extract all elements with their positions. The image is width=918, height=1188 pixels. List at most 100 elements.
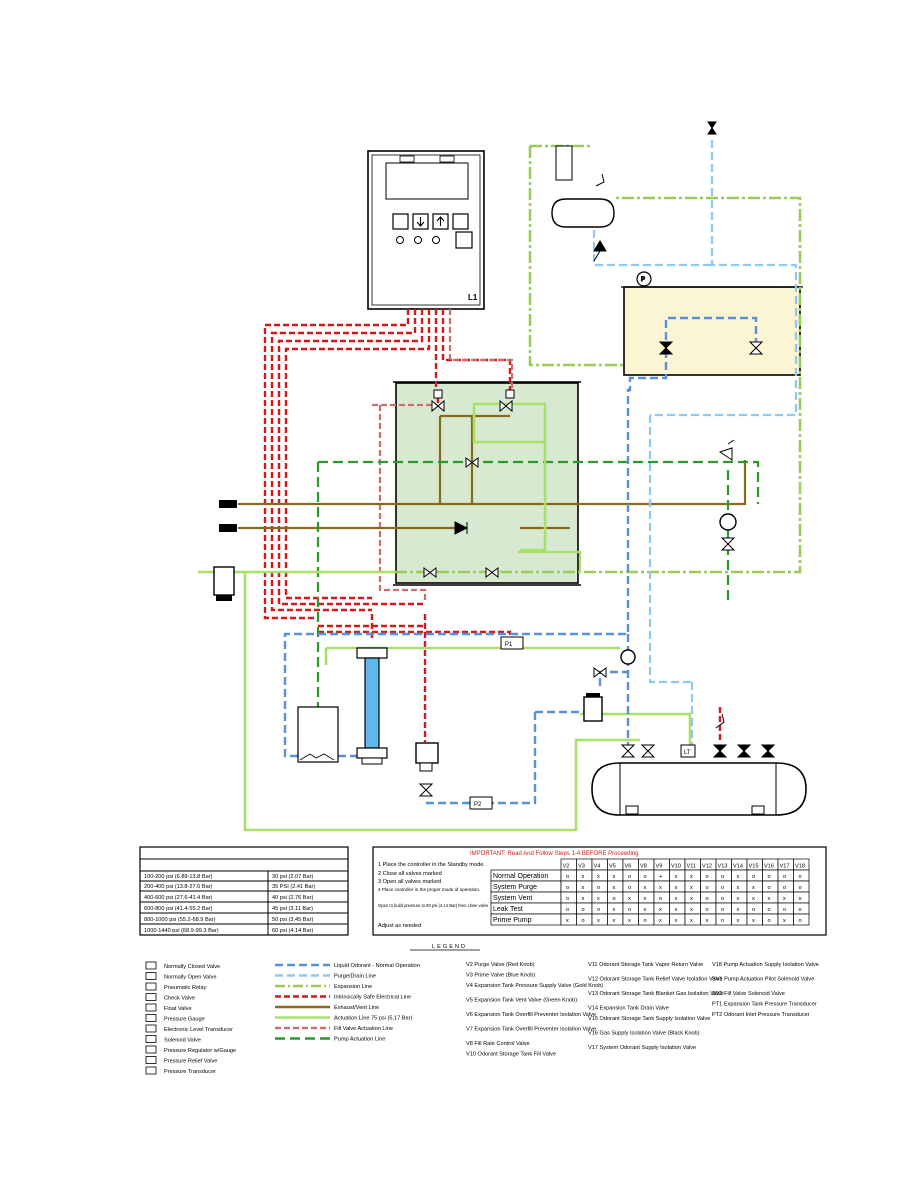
matrix-cell-value: o (799, 896, 802, 902)
normally-open-valve-icon[interactable] (640, 744, 656, 758)
matrix-cell-value: o (613, 896, 616, 902)
matrix-cell-value: x (706, 918, 709, 924)
matrix-cell-value: x (737, 874, 740, 880)
matrix-cell-value: o (644, 918, 647, 924)
matrix-cell-value: x (690, 874, 693, 880)
legend-symbol-label: Normally Closed Valve (164, 964, 220, 970)
matrix-cell-value: o (799, 885, 802, 891)
matrix-cell-value: x (690, 918, 693, 924)
matrix-cell-value: o (721, 885, 724, 891)
legend-valve-entry: V11 Odorant Storage Tank Vapor Return Va… (588, 962, 703, 968)
normally-open-valve-icon[interactable] (485, 567, 499, 578)
controller-display (385, 162, 469, 200)
matrix-col-header: V18 (795, 864, 805, 870)
pt-row-4-setting: 45 psi (3.11 Bar) (272, 906, 313, 912)
normally-open-valve-icon[interactable] (748, 341, 764, 355)
legend-symbol-icon (145, 1024, 157, 1033)
matrix-cell-value: x (675, 896, 678, 902)
pressure-transducer-p1 (500, 636, 524, 650)
normally-closed-valve-icon[interactable] (736, 744, 752, 758)
normally-open-valve-icon[interactable] (499, 399, 513, 413)
note-6: Adjust as needed (378, 923, 421, 929)
warning-text: IMPORTANT: Read And Follow Steps 1-4 BEF… (470, 851, 639, 857)
pressure-transducer-p2 (469, 796, 493, 810)
normally-open-valve-icon[interactable] (418, 783, 434, 797)
valve-symbols: P (418, 121, 776, 797)
matrix-col-header: V2 (563, 864, 570, 870)
matrix-cell-value: x (737, 885, 740, 891)
matrix-cell-value: x (675, 907, 678, 913)
filter-left (213, 566, 235, 601)
matrix-cell-value: x (768, 896, 771, 902)
matrix-col-header: V8 (640, 864, 647, 870)
matrix-cell-value: o (566, 874, 569, 880)
matrix-cell-value: x (690, 896, 693, 902)
expansion-tank (623, 286, 801, 376)
controller-key-enter-2[interactable] (455, 231, 473, 249)
matrix-cell-value: x (582, 874, 585, 880)
matrix-cell-value: o (752, 907, 755, 913)
normally-closed-valve-icon[interactable] (712, 744, 728, 758)
note-5: Open to build pressure to 60 psi (4.14 B… (378, 903, 489, 908)
controller-key-enter[interactable] (452, 213, 469, 230)
matrix-cell-value: x (690, 885, 693, 891)
matrix-col-header: V10 (671, 864, 681, 870)
sight-glass (356, 647, 388, 765)
matrix-cell-value: x (613, 918, 616, 924)
matrix-cell (793, 913, 810, 926)
matrix-cell-value: o (768, 885, 771, 891)
matrix-cell-value: x (783, 896, 786, 902)
normally-closed-valve-icon[interactable] (707, 121, 717, 135)
legend-symbol-icon (145, 972, 157, 980)
legend-symbol-icon (145, 1056, 157, 1064)
legend-valve-entry: V18 Pump Actuation Supply Isolation Valv… (712, 962, 819, 968)
note-2: 2 Close all valves marked (378, 871, 442, 877)
drain-tank (297, 706, 339, 763)
matrix-cell-value: x (597, 896, 600, 902)
odorizer-controller: L1 (367, 150, 485, 310)
controller-key-menu[interactable] (392, 213, 409, 230)
matrix-cell-value: o (659, 896, 662, 902)
normally-open-valve-icon[interactable] (720, 537, 736, 551)
matrix-cell-value: x (628, 896, 631, 902)
matrix-col-header: V17 (780, 864, 790, 870)
legend-symbol-label: Check Valve (164, 996, 195, 1002)
legend-title: LEGEND (432, 944, 467, 950)
pump-assembly (415, 742, 439, 772)
normally-open-valve-icon[interactable] (593, 667, 607, 678)
vapor-pot (551, 145, 615, 228)
legend-symbol-label: Float Valve (164, 1006, 192, 1012)
actuation-lines (198, 402, 692, 832)
legend-symbol-icon (145, 1014, 157, 1022)
normally-closed-valve-icon[interactable] (658, 341, 674, 355)
pt-row-3-setting: 40 psi (2.76 Bar) (272, 895, 313, 901)
matrix-cell-value: o (752, 874, 755, 880)
normally-open-valve-icon[interactable] (423, 567, 437, 578)
legend-symbol-label: Pressure Relief Valve (164, 1059, 217, 1065)
normally-closed-valve-icon[interactable] (760, 744, 776, 758)
legend-line-label: Exhaust/Vent Line (334, 1005, 379, 1011)
matrix-cell-value: o (799, 874, 802, 880)
normally-open-valve-icon[interactable] (431, 399, 445, 413)
legend-line-label: Intrinsically Safe Electrical Line (334, 995, 411, 1001)
normally-open-valve-icon[interactable] (465, 457, 479, 468)
legend-valve-entry: V6 Expansion Tank Overfill Preventer Iso… (466, 1012, 596, 1018)
normally-open-valve-icon[interactable] (620, 744, 636, 758)
matrix-cell-value: o (628, 874, 631, 880)
note-4: 4 Place controller in the proper mode of… (378, 887, 480, 892)
purge-drain-lines (592, 140, 798, 745)
pt-row-6-setting: 60 psi (4.14 Bar) (272, 928, 313, 934)
legend-line-label: Expansion Line (334, 984, 372, 990)
lt-tag: LT (684, 750, 691, 756)
matrix-cell-value: o (628, 907, 631, 913)
p1-tag: P1 (505, 642, 513, 648)
normally-closed-valve-icon[interactable] (593, 240, 607, 262)
matrix-cell-value: o (799, 907, 802, 913)
matrix-cell-value: x (613, 874, 616, 880)
controller-led-3 (432, 236, 440, 244)
legend-symbol-icon (145, 961, 157, 970)
matrix-cell-value: x (737, 918, 740, 924)
